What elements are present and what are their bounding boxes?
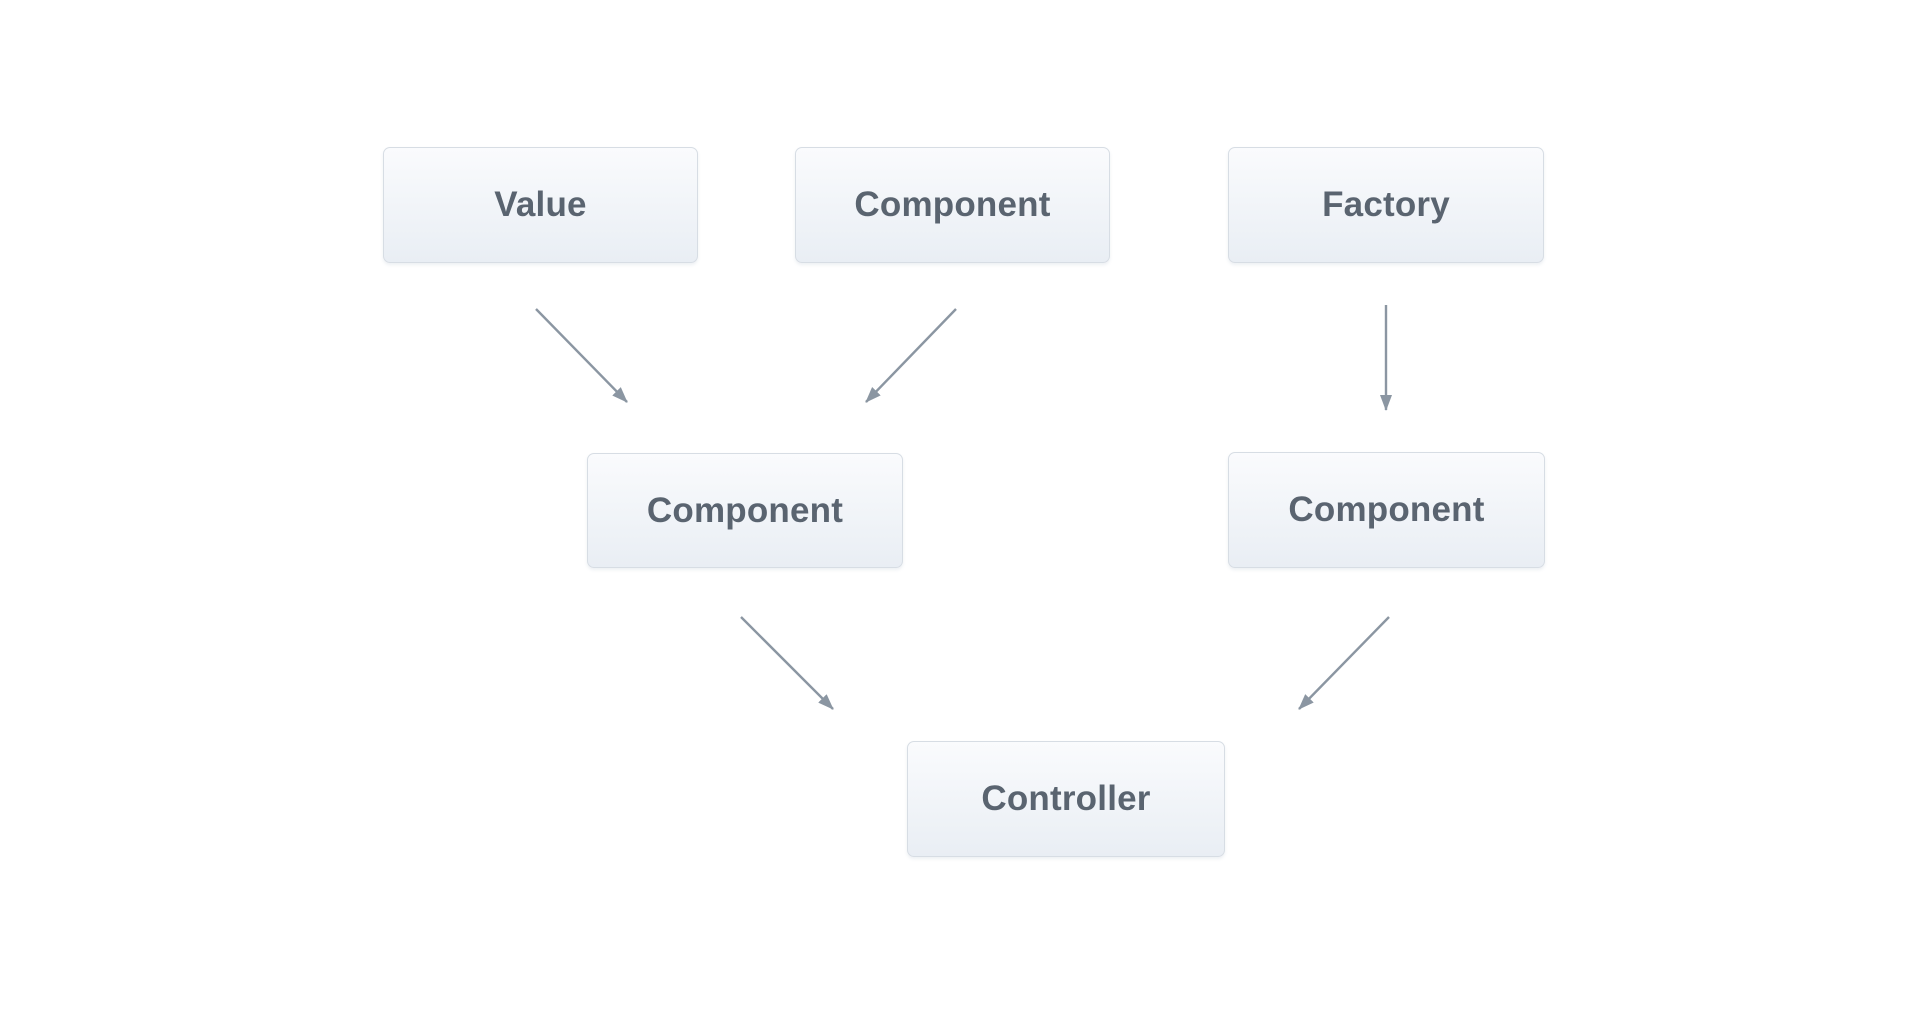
node-label-value: Value <box>494 185 587 224</box>
node-label-factory: Factory <box>1322 185 1450 224</box>
node-label-component-top: Component <box>854 185 1051 224</box>
node-component-mid-left: Component <box>587 453 903 568</box>
node-controller: Controller <box>907 741 1225 857</box>
node-label-component-mid-left: Component <box>646 490 844 530</box>
node-component-mid-right: Component <box>1228 452 1545 568</box>
node-label-component-mid-right: Component <box>1288 490 1485 529</box>
node-label-controller: Controller <box>981 779 1151 818</box>
node-factory: Factory <box>1228 147 1544 263</box>
node-component-top: Component <box>795 147 1110 263</box>
node-value: Value <box>383 147 698 263</box>
